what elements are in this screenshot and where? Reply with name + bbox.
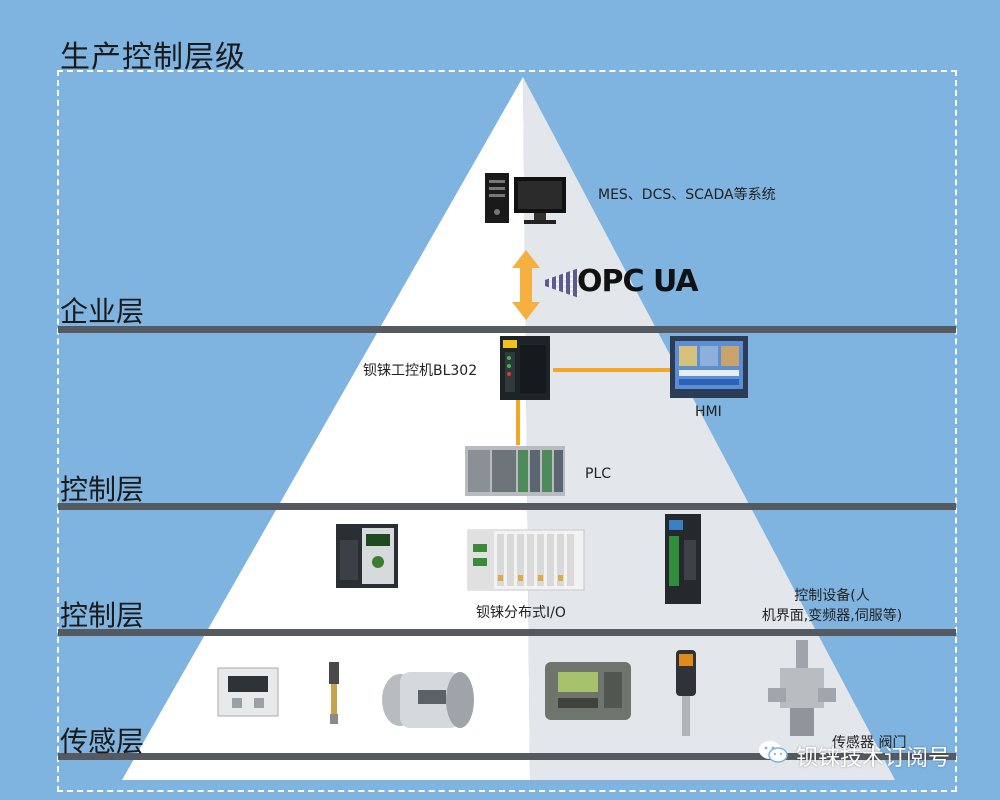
plc-icon: [465, 446, 565, 496]
layer-label-control: 控制层: [60, 473, 145, 506]
hmi-icon: [670, 336, 748, 398]
systems-label: MES、DCS、SCADA等系统: [598, 187, 776, 203]
hmi-label: HMI: [695, 404, 722, 420]
layer-divider: [58, 503, 956, 510]
pressure-sensor-icon: [676, 650, 696, 736]
double-arrow-icon: [512, 250, 540, 320]
valve-icon: [768, 640, 836, 736]
layer-label-control-field: 控制层: [60, 599, 145, 632]
flow-sensor-icon: [382, 672, 474, 728]
layer-label-sensing: 传感层: [60, 725, 145, 758]
page-title: 生产控制层级: [60, 40, 246, 75]
devices-label-line2: 机界面,变频器,伺服等): [761, 608, 903, 624]
opc-ua-logo: OPC UA: [577, 264, 699, 299]
watermark: 钡铼技术订阅号: [796, 746, 951, 771]
servo-drive-icon: [665, 514, 701, 604]
meter-box-icon: [217, 667, 279, 717]
distributed-io-icon: [467, 529, 585, 591]
devices-label-line1: 控制设备(人: [794, 588, 870, 604]
dashed-frame: [57, 70, 957, 792]
vfd-icon: [336, 524, 398, 588]
layer-divider: [58, 753, 956, 760]
sensors-label: 传感器 阀门: [832, 735, 907, 751]
devices-label: 控制设备(人 机界面,变频器,伺服等): [742, 586, 922, 626]
layer-divider: [58, 326, 956, 333]
layer-divider: [58, 629, 956, 636]
io-label: 钡铼分布式I/O: [476, 605, 566, 621]
controller-label: 钡铼工控机BL302: [363, 363, 478, 379]
wechat-icon: [759, 741, 788, 763]
industrial-pc-icon: [500, 336, 550, 400]
pyramid-right-face: [523, 77, 895, 780]
temperature-probe-icon: [329, 662, 339, 724]
computer-icon: [485, 173, 566, 224]
positioner-icon: [545, 662, 631, 720]
plc-label: PLC: [585, 466, 612, 482]
layer-label-enterprise: 企业层: [60, 295, 145, 328]
pyramid-left-face: [122, 77, 530, 780]
